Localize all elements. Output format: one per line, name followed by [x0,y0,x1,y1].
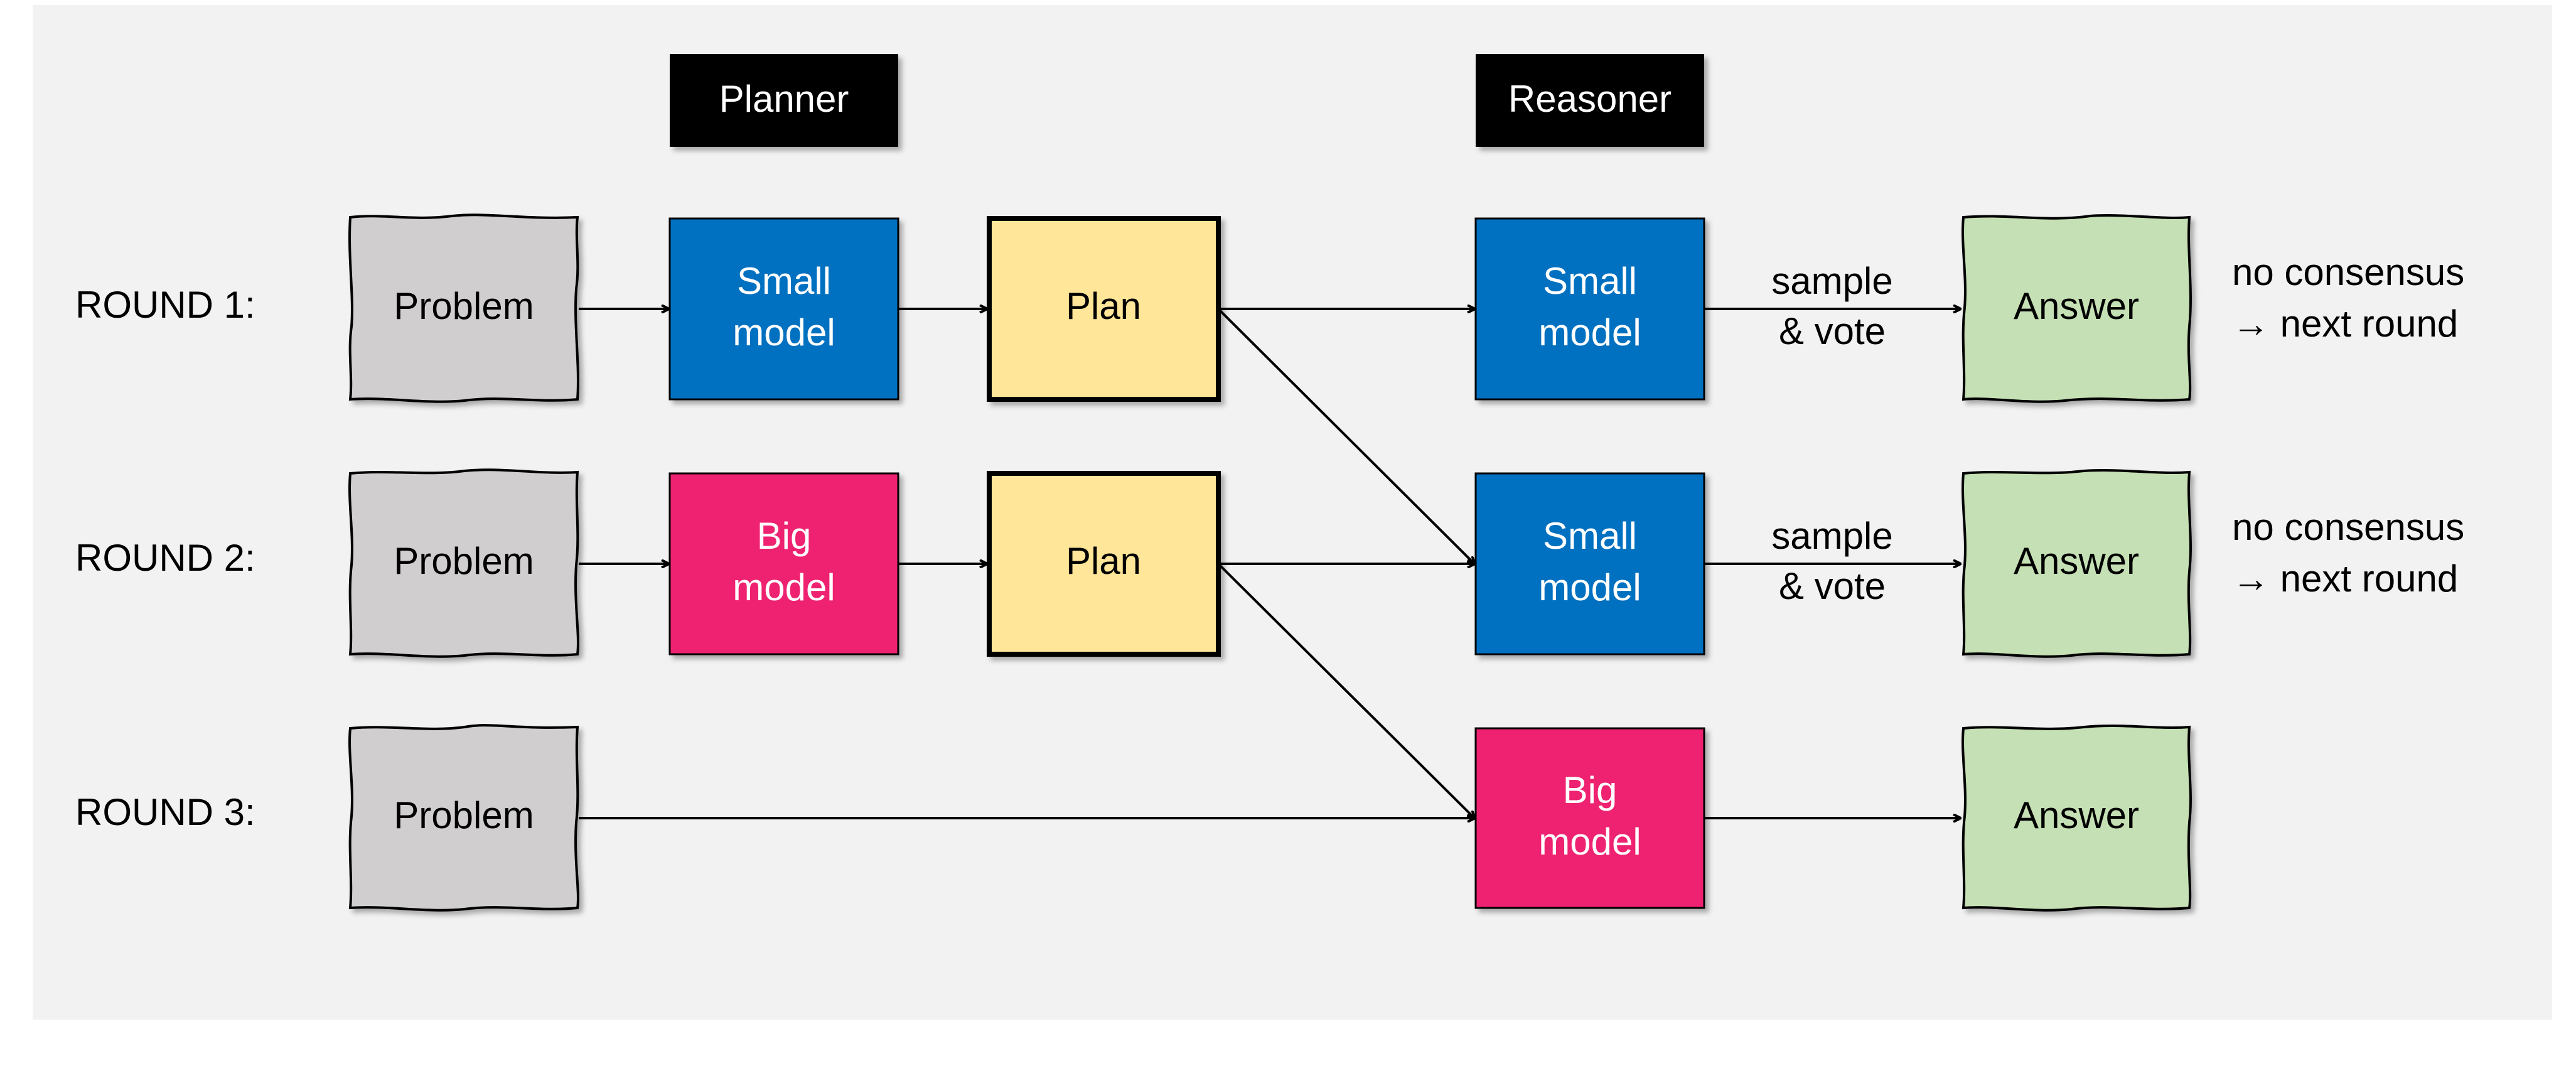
answer-label: Answer [2014,794,2139,836]
problem-box: Problem [348,724,579,912]
model-label-line1: Big [757,515,812,557]
planner-small-model: Small model [668,217,899,401]
answer-label: Answer [2014,285,2139,327]
round-label: ROUND 3: [75,791,255,833]
plan-label: Plan [1066,540,1141,582]
round-3: ROUND 3: Problem Big model Answer [75,724,2192,912]
answer-box: Answer [1962,725,2192,912]
model-label-line2: model [733,311,835,353]
round-1: ROUND 1: Problem Small model Plan Small … [75,213,2464,403]
plan-box: Plan [987,471,1221,657]
model-label-line2: model [1538,566,1641,608]
reasoner-small-model: Small model [1474,472,1705,655]
reasoner-big-model: Big model [1474,727,1705,909]
planner-big-model: Big model [668,472,899,655]
edge-r1-plan-r2-reasoner [1217,308,1474,564]
planner-header: Planner [670,54,898,147]
edge-label-line1: sample [1771,260,1892,302]
problem-label: Problem [394,794,534,836]
note-line2: → next round [2232,303,2458,345]
edge-label-line2: & vote [1779,310,1886,352]
problem-label: Problem [394,285,534,327]
problem-box: Problem [348,468,579,658]
reasoner-header: Reasoner [1476,54,1704,147]
model-label-line1: Small [1543,260,1637,302]
planner-header-label: Planner [719,78,849,120]
plan-label: Plan [1066,285,1141,327]
round-label: ROUND 2: [75,537,255,579]
model-label-line1: Big [1563,769,1618,811]
answer-box: Answer [1962,469,2192,658]
round-label: ROUND 1: [75,284,255,326]
reasoner-small-model: Small model [1474,217,1705,401]
model-label-line2: model [1538,821,1641,863]
note-line1: no consensus [2232,251,2464,293]
answer-box: Answer [1962,214,2192,403]
model-label-line1: Small [1543,515,1637,557]
plan-box: Plan [987,216,1221,402]
problem-label: Problem [394,540,534,582]
edges [579,309,1960,818]
reasoner-header-label: Reasoner [1508,78,1672,120]
note-line2: → next round [2232,558,2458,600]
edge-r2-plan-r3-reasoner [1217,563,1474,818]
edge-label-line2: & vote [1779,565,1886,607]
answer-label: Answer [2014,540,2139,582]
model-label-line2: model [733,566,835,608]
problem-box: Problem [348,213,579,403]
note-line1: no consensus [2232,506,2464,548]
model-label-line1: Small [737,260,831,302]
model-label-line2: model [1538,311,1641,353]
edge-label-line1: sample [1771,515,1892,557]
round-2: ROUND 2: Problem Big model Plan Small mo… [75,468,2464,658]
